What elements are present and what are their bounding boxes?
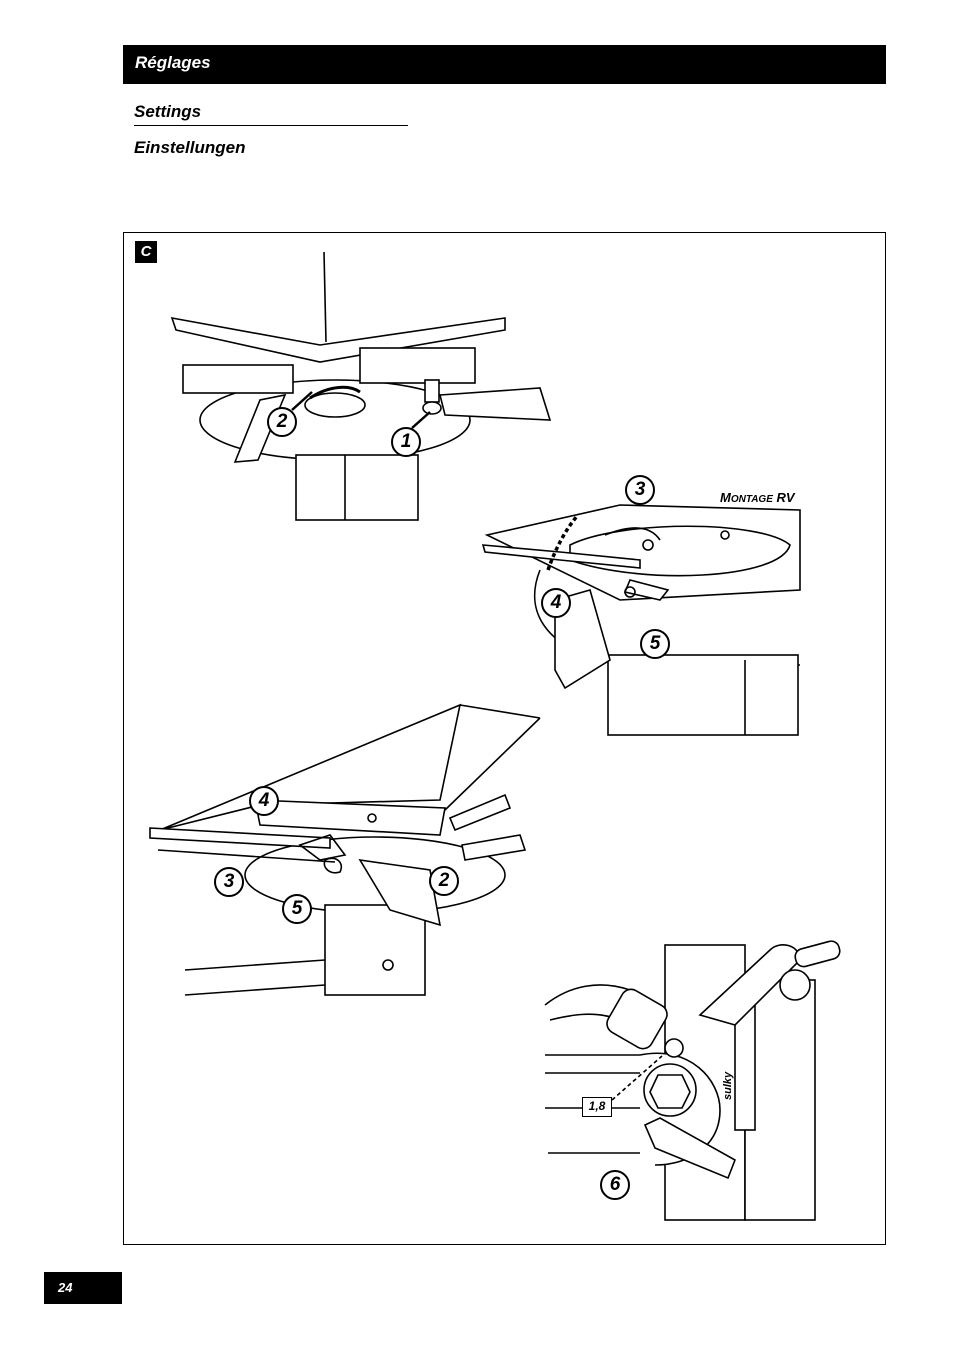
callout-4-mid: 4: [541, 588, 571, 618]
callout-5-mid: 5: [640, 629, 670, 659]
section-title: Réglages: [135, 53, 211, 72]
figure-frame: [123, 232, 886, 1245]
figure-label: C: [135, 241, 157, 263]
montage-initial: M: [720, 490, 731, 505]
montage-rv-label: MONTAGE RV: [720, 490, 795, 505]
callout-1: 1: [391, 427, 421, 457]
subtitle-divider: [134, 125, 408, 126]
callout-2-top: 2: [267, 407, 297, 437]
subtitle-english: Settings: [134, 102, 202, 121]
callout-6: 6: [600, 1170, 630, 1200]
callout-4-lower: 4: [249, 786, 279, 816]
montage-smallcaps: ONTAGE: [730, 494, 773, 505]
spreader-rv-detail: [481, 504, 801, 736]
section-header: Réglages: [123, 45, 886, 84]
adjustment-dial-detail: [544, 940, 841, 1221]
brand-label: sulky: [722, 1071, 734, 1100]
callout-3-top: 3: [625, 475, 655, 505]
callout-5-lower: 5: [282, 894, 312, 924]
montage-suffix: RV: [772, 490, 795, 505]
callout-2-lower: 2: [429, 866, 459, 896]
spreader-top-view: [170, 251, 552, 521]
page-number-box: 24: [44, 1272, 122, 1304]
dial-value-box: 1,8: [582, 1097, 612, 1117]
spreader-lower-view: [149, 703, 541, 996]
callout-3-lower: 3: [214, 867, 244, 897]
page-number: 24: [58, 1280, 73, 1295]
subtitle-german: Einstellungen: [134, 138, 246, 157]
